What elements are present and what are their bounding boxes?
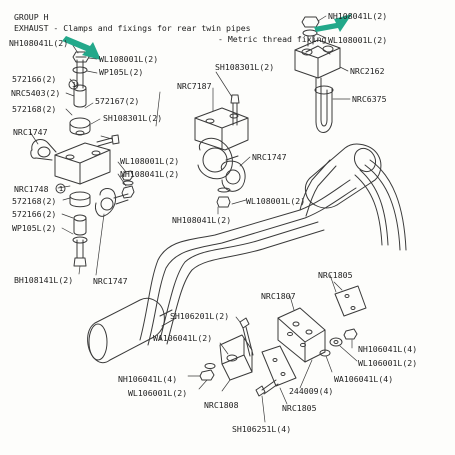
- label-sh106251l: SH106251L(4): [232, 424, 292, 434]
- label-nrc1805-bottom: NRC1805: [282, 403, 317, 413]
- label-nrc2162: NRC2162: [350, 66, 385, 76]
- label-nrc6375: NRC6375: [352, 94, 387, 104]
- center-clamp-assembly: [194, 94, 249, 208]
- label-wl106001l-left: WL106001L(2): [128, 388, 188, 398]
- front-silencer: [87, 297, 177, 364]
- tail-pipes: [354, 159, 407, 251]
- label-wp105l: WP105L(2): [99, 67, 144, 77]
- group-label: GROUP H: [14, 12, 49, 22]
- callout-arrows: [62, 14, 352, 60]
- circled-mark-text-b: 1: [72, 80, 76, 89]
- circled-mark-text-a: 1: [59, 184, 63, 193]
- teal-arrow-right: [314, 14, 352, 32]
- label-nh108041l-center: NH108041L(2): [172, 215, 232, 225]
- label-wp105l-bottom: WP105L(2): [12, 223, 57, 233]
- label-bh108141l: BH108141L(2): [14, 275, 74, 285]
- label-572168-top: 572168(2): [12, 104, 57, 114]
- rear-silencer: [304, 143, 382, 209]
- label-sh108301l-left: SH108301L(2): [103, 113, 163, 123]
- label-nh108041l-mid: NH108041L(2): [120, 169, 180, 179]
- circled-mark-1-nrc5403: [68, 79, 79, 90]
- label-nh106041l-right: NH106041L(4): [358, 344, 418, 354]
- label-wl108001l-mid: WL108001L(2): [120, 156, 180, 166]
- label-244009: 244009(4): [289, 386, 334, 396]
- label-nrc1747-center: NRC1747: [252, 152, 287, 162]
- label-nh108041l-top-left: NH108041L(2): [9, 38, 69, 48]
- label-nrc1805-right: NRC1805: [318, 270, 353, 280]
- leader-lines: [29, 15, 358, 423]
- label-nrc7187: NRC7187: [177, 81, 212, 91]
- diagram-subtitle: - Metric thread fixing: [218, 34, 327, 44]
- label-nrc1807: NRC1807: [261, 291, 296, 301]
- label-wl108001l-top-right: WL108001L(2): [328, 35, 388, 45]
- label-572166-bottom: 572166(2): [12, 209, 57, 219]
- label-572167: 572167(2): [95, 96, 140, 106]
- diagram-title: EXHAUST - Clamps and fixings for rear tw…: [14, 23, 251, 33]
- label-572168-bottom: 572168(2): [12, 196, 57, 206]
- label-nrc1747-bottom: NRC1747: [93, 276, 128, 286]
- label-wl106001l-right: WL106001L(2): [358, 358, 418, 368]
- circled-marks: [55, 79, 79, 194]
- label-wl108001l-center: WL108001L(2): [246, 196, 306, 206]
- label-sh106201l: SH106201L(2): [170, 311, 230, 321]
- label-nrc5403: NRC5403(2): [11, 88, 61, 98]
- label-nh106041l-left: NH106041L(4): [118, 374, 178, 384]
- label-sh108301l-center: SH108301L(2): [215, 62, 275, 72]
- teal-arrow-left: [62, 36, 101, 60]
- label-572166-top: 572166(2): [12, 74, 57, 84]
- label-nrc1748: NRC1748: [14, 184, 49, 194]
- label-nrc1808: NRC1808: [204, 400, 239, 410]
- circled-mark-1-nrc1748: [55, 183, 66, 194]
- label-nh108041l-top-right: NH108041L(2): [328, 11, 388, 21]
- label-nrc1747-left: NRC1747: [13, 127, 48, 137]
- left-mount-assembly: [30, 51, 135, 267]
- label-wa106041l-left: WA106041L(2): [153, 333, 213, 343]
- label-wa106041l-right: WA106041L(4): [334, 374, 394, 384]
- label-wl108001l-top-left: WL108001L(2): [99, 54, 159, 64]
